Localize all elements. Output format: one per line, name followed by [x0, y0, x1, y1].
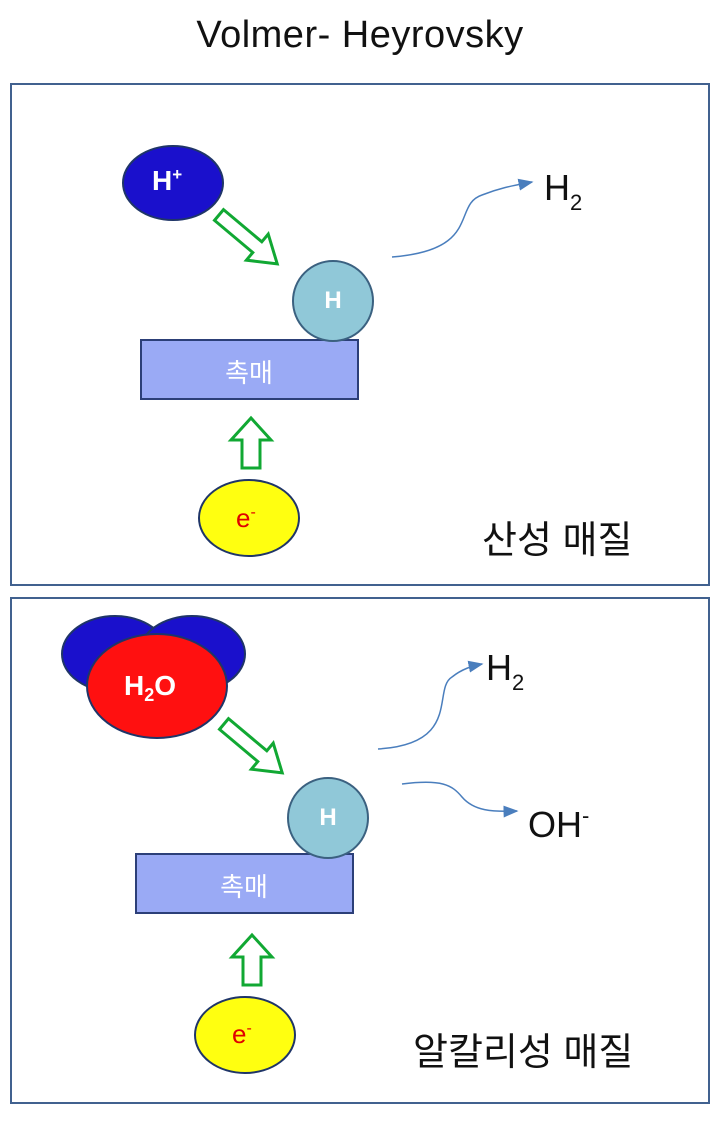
- adsorbed-h-label: H: [319, 804, 337, 831]
- h2-product-label: H2: [544, 167, 583, 215]
- diagram-title: Volmer- Heyrovsky: [196, 14, 524, 56]
- diagonal-arrow-icon: [212, 207, 280, 266]
- catalyst-label: 촉매: [220, 872, 268, 902]
- adsorbed-h-circle: [287, 777, 369, 859]
- acidic-medium-label: 산성 매질: [482, 520, 633, 562]
- electron-ellipse: [198, 479, 300, 557]
- up-arrow-icon: [228, 932, 276, 987]
- alkaline-medium-panel: H2O 촉매 H e- H2 OH- 알칼리성 매질: [10, 597, 710, 1104]
- acidic-medium-panel: H+ 촉매 H e- H2 산성 매질: [10, 83, 710, 586]
- catalyst-block: [135, 853, 354, 914]
- alkaline-medium-label: 알칼리성 매질: [413, 1032, 634, 1074]
- h2-product-label: H2: [486, 647, 525, 695]
- diagonal-arrow-icon: [217, 716, 285, 775]
- hydroxide-product-label: OH-: [528, 803, 590, 845]
- electron-label: e-: [236, 503, 256, 533]
- proton-ellipse: [122, 145, 224, 221]
- electron-ellipse: [194, 996, 296, 1074]
- electron-label: e-: [232, 1019, 252, 1049]
- adsorbed-h-label: H: [324, 287, 342, 314]
- water-label: H2O: [124, 670, 177, 705]
- catalyst-block: [140, 339, 359, 400]
- adsorbed-h-circle: [292, 260, 374, 342]
- catalyst-label: 촉매: [225, 358, 273, 388]
- alkaline-diagram-graphics: [61, 615, 519, 1074]
- up-arrow-icon: [227, 415, 275, 470]
- acidic-diagram-graphics: [122, 145, 534, 557]
- proton-label: H+: [152, 165, 183, 196]
- oh-release-curve: [401, 781, 519, 818]
- h2-release-curve: [377, 660, 484, 750]
- water-oxygen-ellipse: [86, 633, 228, 739]
- h2-release-curve: [391, 178, 534, 258]
